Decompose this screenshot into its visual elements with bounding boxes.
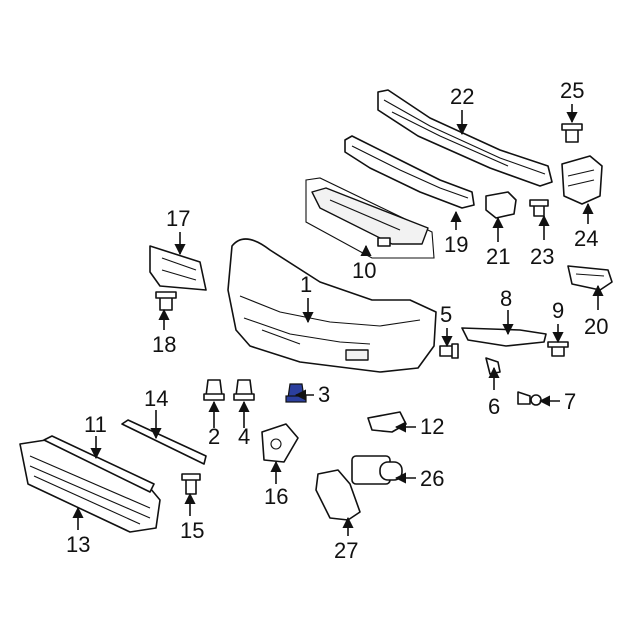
part-3-clip-highlighted [285,383,307,403]
part-18-bolt [155,291,177,311]
part-12-bracket [367,411,407,433]
part-23-bolt [529,199,549,217]
callout-12: 12 [420,414,444,439]
callout-9: 9 [552,298,564,323]
callout-23: 23 [530,244,554,269]
part-24-side-bracket [561,155,603,205]
callout-8: 8 [500,286,512,311]
callout-20: 20 [584,314,608,339]
part-22-reinforcement-beam [377,89,553,187]
callout-6: 6 [488,394,500,419]
part-7-rivet [517,391,542,406]
callout-22: 22 [450,84,474,109]
part-17-license-bracket [149,245,207,291]
part-21-side-bracket [485,191,517,219]
callout-27: 27 [334,538,358,563]
part-27-mount-bracket [315,469,361,521]
callout-2: 2 [208,424,220,449]
part-11-grille-trim [43,435,155,493]
part-13-lower-grille [19,439,161,533]
part-1-bumper-cover [227,238,437,373]
leader-lines [72,104,604,536]
callout-10: 10 [352,258,376,283]
part-10-upper-bracket [305,177,435,259]
callout-18: 18 [152,332,176,357]
callout-5: 5 [440,302,452,327]
callout-13: 13 [66,532,90,557]
callout-21: 21 [486,244,510,269]
callout-1: 1 [300,272,312,297]
part-8-side-rail [461,327,547,347]
part-20-lower-bracket [567,265,613,291]
part-15-bolt [181,473,201,495]
callout-14: 14 [144,386,168,411]
callout-24: 24 [574,226,598,251]
callout-19: 19 [444,232,468,257]
callout-17: 17 [166,206,190,231]
callout-11: 11 [84,412,107,437]
callout-16: 16 [264,484,288,509]
part-2-clip [203,379,225,401]
callout-7: 7 [564,389,576,414]
part-26-sensor [351,455,403,485]
part-6-clip [485,357,501,375]
callout-4: 4 [238,424,250,449]
part-9-bolt [547,341,569,357]
part-16-bracket [261,423,299,463]
part-25-bolt [561,123,583,143]
callout-26: 26 [420,466,444,491]
callout-labels: 1 2 3 4 5 6 7 8 9 10 11 12 13 14 15 16 1… [66,78,608,563]
part-5-bolt [439,343,459,359]
callout-15: 15 [180,518,204,543]
callout-3: 3 [318,382,330,407]
part-4-clip [233,379,255,401]
callout-25: 25 [560,78,584,103]
part-19-energy-absorber [344,135,475,209]
part-14-molding-strip [121,419,207,465]
